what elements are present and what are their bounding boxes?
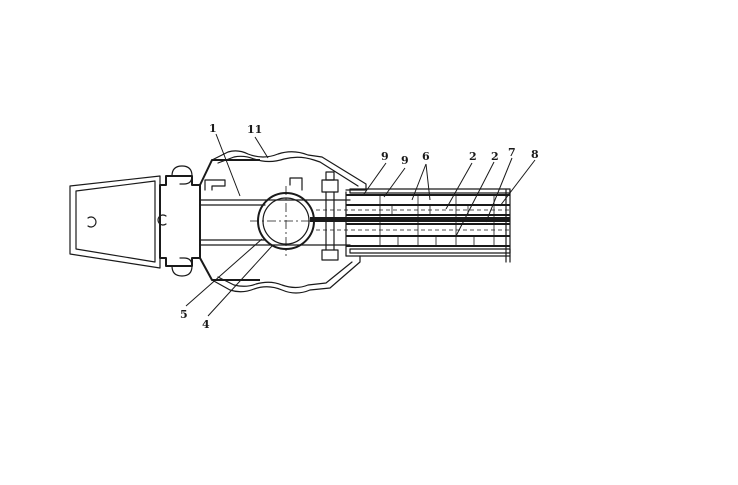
label-8: 8 xyxy=(531,148,539,161)
bolt-fastener xyxy=(321,171,339,261)
callout-labels: 1 11 9 9 6 2 2 7 8 5 4 xyxy=(180,122,539,331)
leader-lines xyxy=(185,133,536,317)
label-4: 4 xyxy=(202,318,210,331)
seal-strips xyxy=(310,188,511,254)
glass-panels xyxy=(316,189,511,263)
label-2-right: 2 xyxy=(491,150,499,163)
label-9-left: 9 xyxy=(381,150,389,163)
label-11: 11 xyxy=(247,123,262,136)
label-1-top: 1 xyxy=(209,122,217,135)
bottom-cover-strip xyxy=(211,255,361,294)
label-6: 6 xyxy=(422,150,430,163)
label-9-right: 9 xyxy=(401,154,409,167)
label-7: 7 xyxy=(508,146,516,159)
left-frame-profile xyxy=(69,175,167,269)
label-5: 5 xyxy=(180,308,188,321)
top-cover-strip xyxy=(211,150,367,191)
label-2-left: 2 xyxy=(469,150,477,163)
